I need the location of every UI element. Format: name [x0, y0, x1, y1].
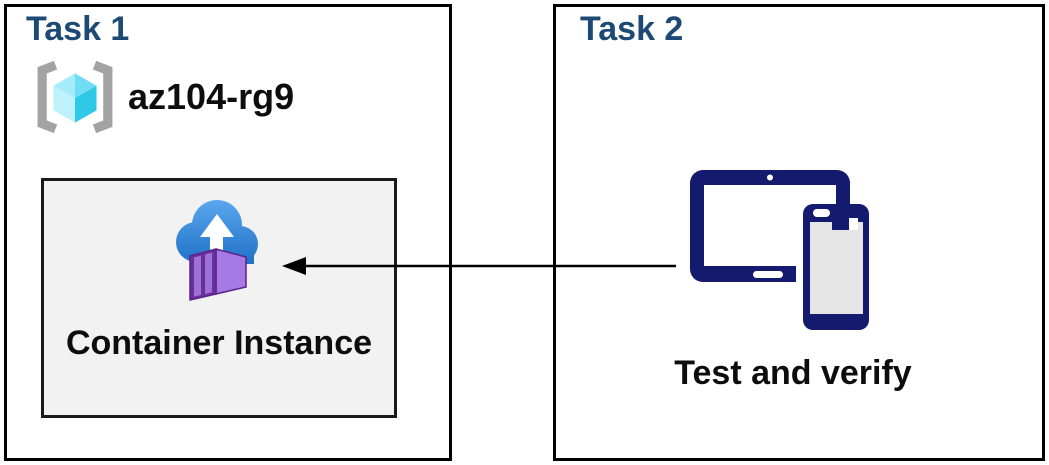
bracket-left	[37, 60, 58, 134]
phone-speaker	[813, 209, 830, 217]
overlap-gap	[796, 262, 803, 284]
tablet-and-phone-icon	[690, 170, 869, 330]
resource-group-icon	[37, 60, 113, 134]
container-instance-label: Container Instance	[65, 324, 373, 362]
task1-title: Task 1	[26, 10, 130, 48]
cube-glyph	[53, 73, 97, 123]
phone-icon	[803, 204, 869, 330]
container-instance-icon	[176, 200, 258, 301]
container-box-glyph	[189, 248, 247, 301]
task2-title: Task 2	[580, 10, 684, 48]
resource-group-name: az104-rg9	[128, 76, 295, 117]
test-and-verify-label: Test and verify	[674, 354, 912, 392]
tablet-home-button	[753, 271, 783, 278]
tablet-camera-dot	[767, 174, 773, 181]
bracket-right	[92, 60, 113, 134]
phone-screen	[810, 222, 863, 314]
